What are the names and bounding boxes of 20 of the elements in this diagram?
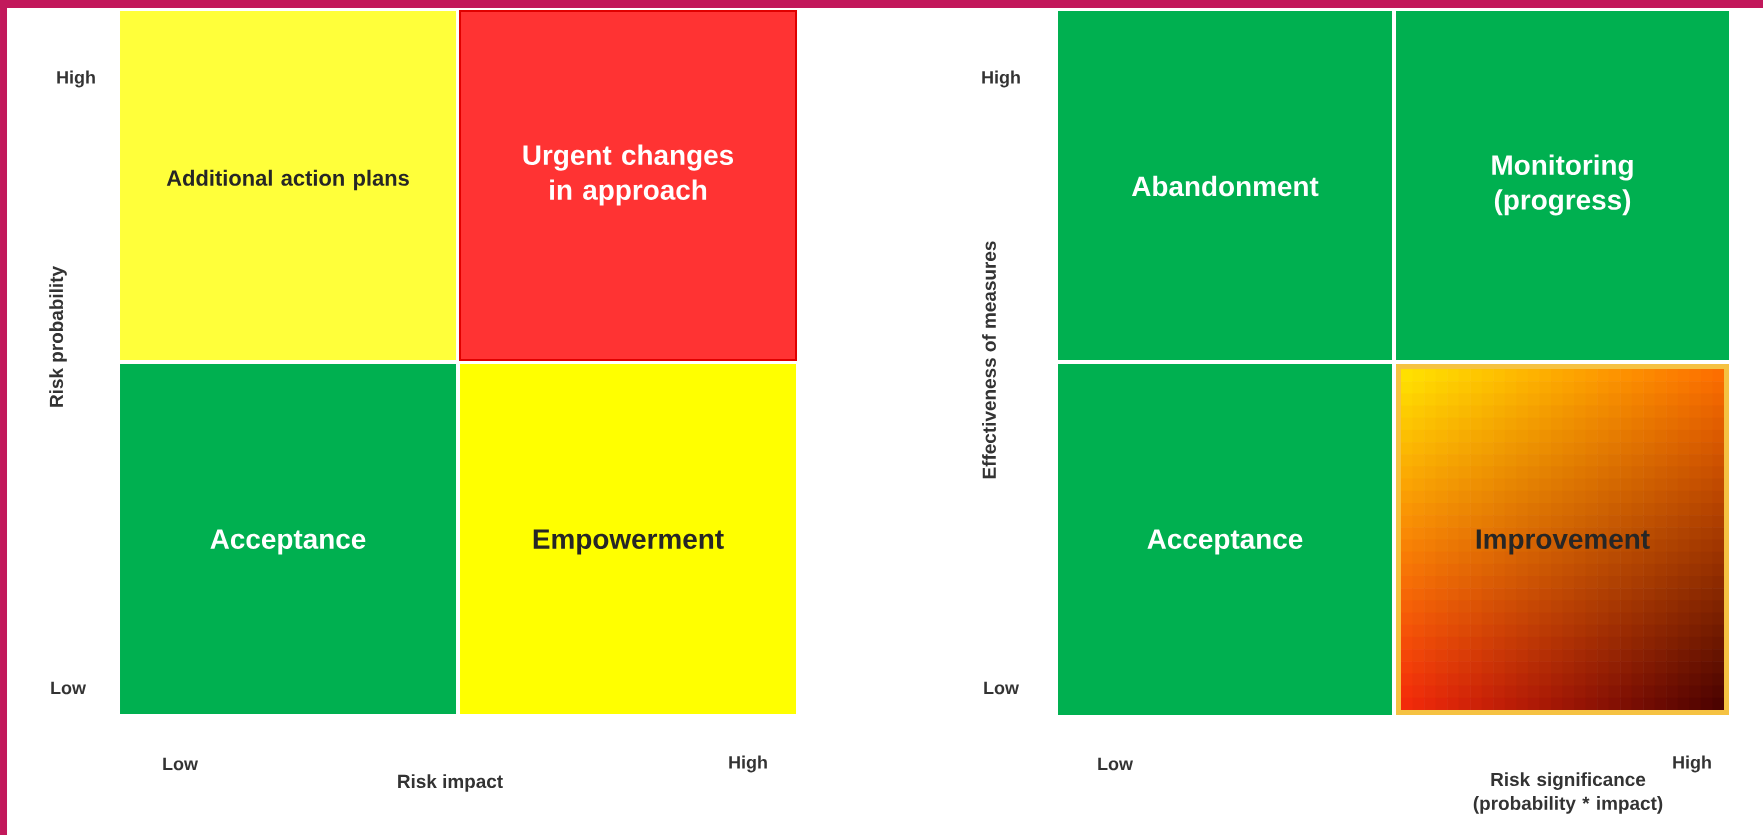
quadrant-box: Acceptance: [120, 364, 456, 714]
quadrant-box: Empowerment: [460, 364, 796, 714]
axis-tick-label: Low: [163, 757, 198, 771]
quadrant-box: Additional action plans: [120, 11, 456, 360]
axis-tick-label: Low: [1098, 757, 1133, 771]
axis-title: Risk significance (probability * impact): [1473, 772, 1663, 814]
quadrant-box: Abandonment: [1058, 11, 1392, 360]
axis-title: Effectiveness of measures: [982, 241, 996, 479]
quadrant-box: Urgent changes in approach: [459, 10, 797, 361]
axis-tick-label: High: [1673, 755, 1711, 773]
axis-title: Risk impact: [398, 774, 503, 792]
quadrant-box: Improvement: [1396, 364, 1729, 715]
axis-tick-label: Low: [51, 681, 86, 695]
axis-tick-label: High: [982, 70, 1020, 88]
axis-tick-label: Low: [984, 681, 1019, 695]
quadrant-box: Monitoring (progress): [1396, 11, 1729, 360]
axis-title: Risk probability: [49, 266, 67, 407]
axis-tick-label: High: [729, 755, 767, 773]
quadrant-box: Acceptance: [1058, 364, 1392, 715]
axis-tick-label: High: [57, 70, 95, 88]
